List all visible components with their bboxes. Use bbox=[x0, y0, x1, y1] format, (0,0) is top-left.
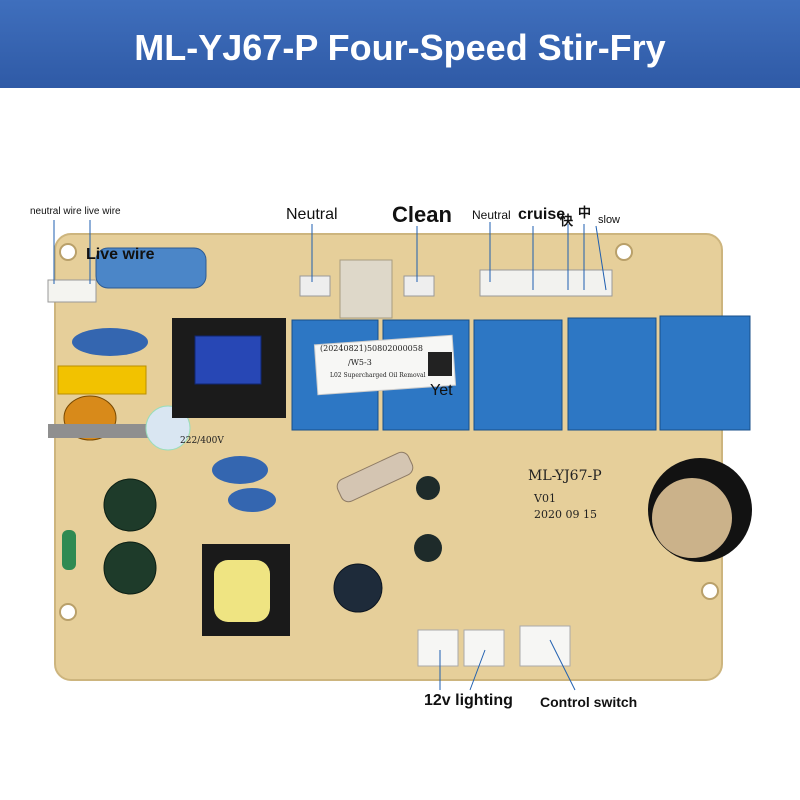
annotation-medium: 中 bbox=[578, 205, 592, 220]
fuse bbox=[57, 365, 147, 395]
electrolytic-cap bbox=[103, 541, 157, 595]
p1-connector bbox=[299, 275, 331, 297]
motor-connector bbox=[479, 269, 613, 297]
annotation-fast: 快 bbox=[560, 213, 574, 228]
annotation-clean: Clean bbox=[392, 202, 452, 227]
lighting-connector-2 bbox=[463, 629, 505, 667]
sticker bbox=[313, 334, 457, 396]
sticker-line3: L02 Supercharged Oil Removal bbox=[330, 372, 426, 379]
cn8-socket bbox=[339, 259, 393, 319]
sticker-line2: /W5-3 bbox=[348, 358, 372, 367]
lighting-connector-1 bbox=[417, 629, 459, 667]
leader-lines bbox=[53, 220, 607, 691]
transformer-coil bbox=[214, 560, 270, 622]
title-banner bbox=[0, 0, 800, 88]
cy-rating: 222/400V bbox=[180, 436, 224, 446]
page-title: ML-YJ67-P Four-Speed Stir-Fry bbox=[134, 27, 666, 68]
control-connector bbox=[519, 625, 571, 667]
mounting-hole-icon bbox=[701, 582, 719, 600]
mounting-hole-icon bbox=[59, 243, 77, 261]
pcb-photo bbox=[0, 88, 800, 800]
board-version: V01 bbox=[534, 492, 556, 505]
electrolytic-cap bbox=[103, 478, 157, 532]
electrolytic-cap bbox=[414, 534, 442, 562]
mounting-hole-icon bbox=[615, 243, 633, 261]
annotation-live-wire: Live wire bbox=[86, 246, 155, 263]
relays bbox=[291, 315, 751, 431]
y-capacitor bbox=[212, 456, 268, 484]
y-capacitor bbox=[228, 488, 276, 512]
inductor bbox=[62, 530, 76, 570]
annotation-neutral-live-wire: neutral wire live wire bbox=[30, 206, 121, 217]
mounting-hole-icon bbox=[59, 603, 77, 621]
x2-capacitor bbox=[95, 247, 207, 289]
board-model: ML-YJ67-P bbox=[528, 468, 602, 484]
electrolytic-cap bbox=[416, 476, 440, 500]
buzzer-face bbox=[652, 478, 732, 558]
ceramic-cap bbox=[72, 328, 148, 356]
annotation-12v-lighting: 12v lighting bbox=[424, 692, 513, 709]
relay-window bbox=[194, 335, 262, 385]
p2-connector bbox=[403, 275, 435, 297]
annotation-yet: Yet bbox=[430, 382, 453, 399]
qr-code-icon bbox=[428, 352, 452, 376]
electrolytic-cap bbox=[333, 563, 383, 613]
annotation-neutral-2: Neutral bbox=[472, 208, 511, 222]
power-resistor bbox=[336, 451, 414, 503]
sticker-code: (20240821)50802000058 bbox=[320, 344, 423, 353]
heatsink bbox=[48, 424, 156, 438]
board-date: 2020 09 15 bbox=[534, 508, 597, 521]
annotation-slow: slow bbox=[598, 214, 621, 226]
main-connector bbox=[47, 279, 97, 303]
annotation-neutral-1: Neutral bbox=[286, 206, 338, 223]
annotation-control-switch: Control switch bbox=[540, 694, 638, 710]
annotation-cruise: cruise bbox=[518, 206, 566, 223]
